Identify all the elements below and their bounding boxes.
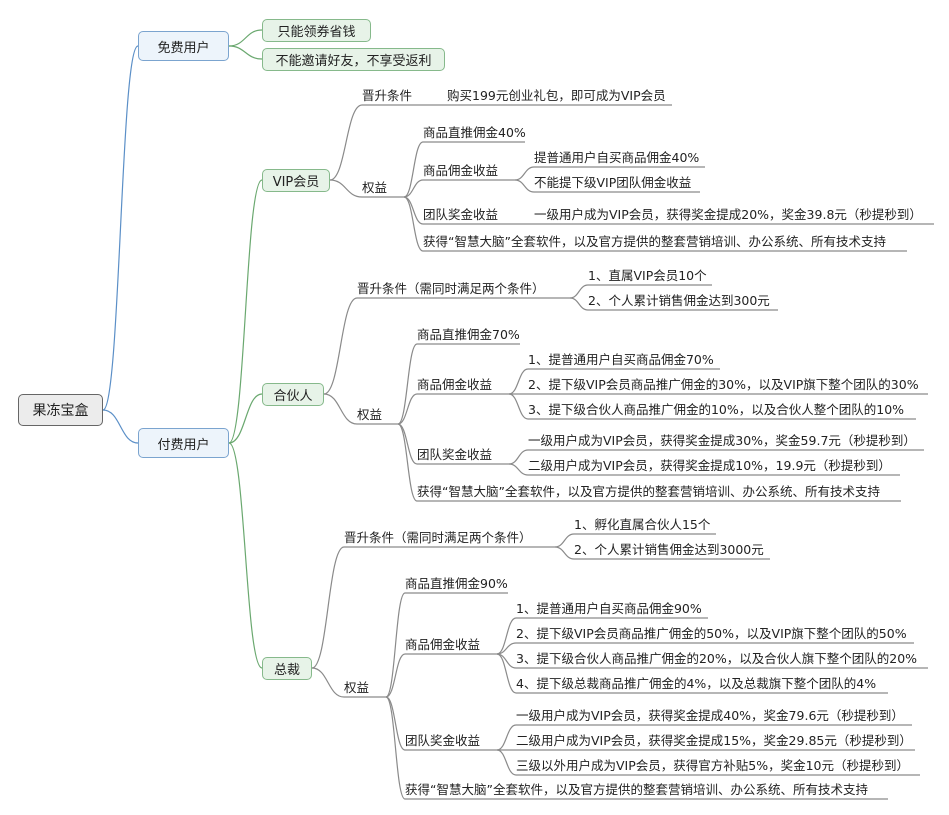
vip-promo-text: 购买199元创业礼包，即可成为VIP会员 — [447, 88, 666, 103]
vip-node: VIP会员 — [262, 169, 330, 192]
vip-commission-item: 不能提下级VIP团队佣金收益 — [534, 175, 692, 190]
partner-promo-item: 2、个人累计销售佣金达到300元 — [588, 293, 770, 308]
vip-commission-label: 商品佣金收益 — [423, 163, 499, 178]
president-benefits-label: 权益 — [344, 680, 370, 695]
connector-line — [228, 45, 263, 60]
vip-team-text: 一级用户成为VIP会员，获得奖金提成20%，奖金39.8元（秒提秒到） — [534, 207, 922, 222]
connector-line — [385, 592, 406, 698]
connector-line — [508, 449, 529, 465]
partner-team-label: 团队奖金收益 — [417, 447, 493, 462]
vip-promo-label: 晋升条件 — [362, 88, 413, 103]
connector-line — [508, 463, 529, 476]
president-software: 获得“智慧大脑”全套软件，以及官方提供的整套营销培训、办公系统、所有技术支持 — [405, 782, 868, 797]
partner-node: 合伙人 — [262, 383, 324, 406]
connector-line — [403, 196, 424, 225]
connector-line — [403, 196, 424, 252]
connector-line — [569, 297, 589, 311]
president-promo-item: 2、个人累计销售佣金达到3000元 — [574, 542, 764, 557]
connector-line — [397, 393, 418, 425]
partner-team-item: 二级用户成为VIP会员，获得奖金提成10%，19.9元（秒提秒到） — [528, 458, 891, 473]
connector-line — [385, 653, 406, 698]
president-team-item: 二级用户成为VIP会员，获得奖金提成15%，奖金29.85元（秒提秒到） — [516, 733, 912, 748]
partner-software: 获得“智慧大脑”全套软件，以及官方提供的整套营销培训、办公系统、所有技术支持 — [417, 484, 880, 499]
connector-line — [554, 546, 575, 560]
connector-line — [102, 45, 139, 411]
connector-line — [323, 393, 358, 425]
connector-line — [228, 442, 263, 669]
paid-user-node: 付费用户 — [138, 428, 229, 458]
president-team-item: 一级用户成为VIP会员，获得奖金提成40%，奖金79.6元（秒提秒到） — [516, 708, 904, 723]
vip-commission-item: 提普通用户自买商品佣金40% — [534, 150, 700, 165]
vip-team-label: 团队奖金收益 — [423, 207, 499, 222]
president-direct: 商品直推佣金90% — [405, 576, 508, 591]
vip-direct: 商品直推佣金40% — [423, 125, 526, 140]
president-promo-label: 晋升条件（需同时满足两个条件） — [344, 530, 532, 545]
connector-line — [514, 179, 535, 193]
connector-line — [228, 393, 263, 444]
free-user-node: 免费用户 — [138, 31, 229, 61]
connector-line — [403, 179, 424, 198]
vip-benefits-label: 权益 — [362, 180, 388, 195]
connector-line — [385, 696, 406, 800]
connector-line — [403, 141, 424, 198]
connector-line — [496, 653, 517, 694]
partner-promo-item: 1、直属VIP会员10个 — [588, 268, 707, 283]
connector-line — [508, 393, 529, 420]
president-promo-item: 1、孵化直属合伙人15个 — [574, 517, 711, 532]
connector-line — [311, 546, 345, 669]
partner-benefits-label: 权益 — [357, 407, 383, 422]
connector-line — [323, 297, 358, 395]
connector-line — [228, 179, 263, 444]
president-commission-label: 商品佣金收益 — [405, 637, 481, 652]
connector-line — [397, 343, 418, 425]
root-node: 果冻宝盒 — [18, 394, 103, 426]
partner-commission-item: 3、提下级合伙人商品推广佣金的10%，以及合伙人整个团队的10% — [528, 402, 905, 417]
connector-line — [397, 423, 418, 502]
partner-commission-label: 商品佣金收益 — [417, 377, 493, 392]
partner-direct: 商品直推佣金70% — [417, 327, 520, 342]
president-commission-item: 1、提普通用户自买商品佣金90% — [516, 601, 702, 616]
president-team-item: 三级以外用户成为VIP会员，获得官方补贴5%，奖金10元（秒提秒到） — [516, 758, 910, 773]
president-commission-item: 4、提下级总裁商品推广佣金的4%，以及总裁旗下整个团队的4% — [516, 676, 877, 691]
connector-line — [311, 667, 345, 698]
connector-line — [496, 617, 517, 655]
partner-commission-item: 2、提下级VIP会员商品推广佣金的30%，以及VIP旗下整个团队的30% — [528, 377, 919, 392]
connector-line — [514, 166, 535, 181]
connector-line — [102, 409, 139, 444]
connector-line — [329, 104, 363, 181]
free-item-coupon: 只能领券省钱 — [262, 19, 371, 42]
president-team-label: 团队奖金收益 — [405, 733, 481, 748]
connector-line — [569, 284, 589, 299]
partner-promo-label: 晋升条件（需同时满足两个条件） — [357, 281, 545, 296]
connector-line — [554, 533, 575, 548]
president-commission-item: 3、提下级合伙人商品推广佣金的20%，以及合伙人旗下整个团队的20% — [516, 651, 918, 666]
connector-line — [508, 368, 529, 395]
vip-software: 获得“智慧大脑”全套软件，以及官方提供的整套营销培训、办公系统、所有技术支持 — [423, 234, 886, 249]
president-commission-item: 2、提下级VIP会员商品推广佣金的50%，以及VIP旗下整个团队的50% — [516, 626, 907, 641]
free-item-no-invite: 不能邀请好友，不享受返利 — [262, 48, 445, 71]
partner-team-item: 一级用户成为VIP会员，获得奖金提成30%，奖金59.7元（秒提秒到） — [528, 433, 916, 448]
connector-line — [496, 724, 517, 751]
president-node: 总裁 — [262, 657, 312, 680]
connector-line — [228, 29, 263, 47]
partner-commission-item: 1、提普通用户自买商品佣金70% — [528, 352, 714, 367]
connector-line — [329, 179, 363, 198]
connector-line — [496, 749, 517, 776]
